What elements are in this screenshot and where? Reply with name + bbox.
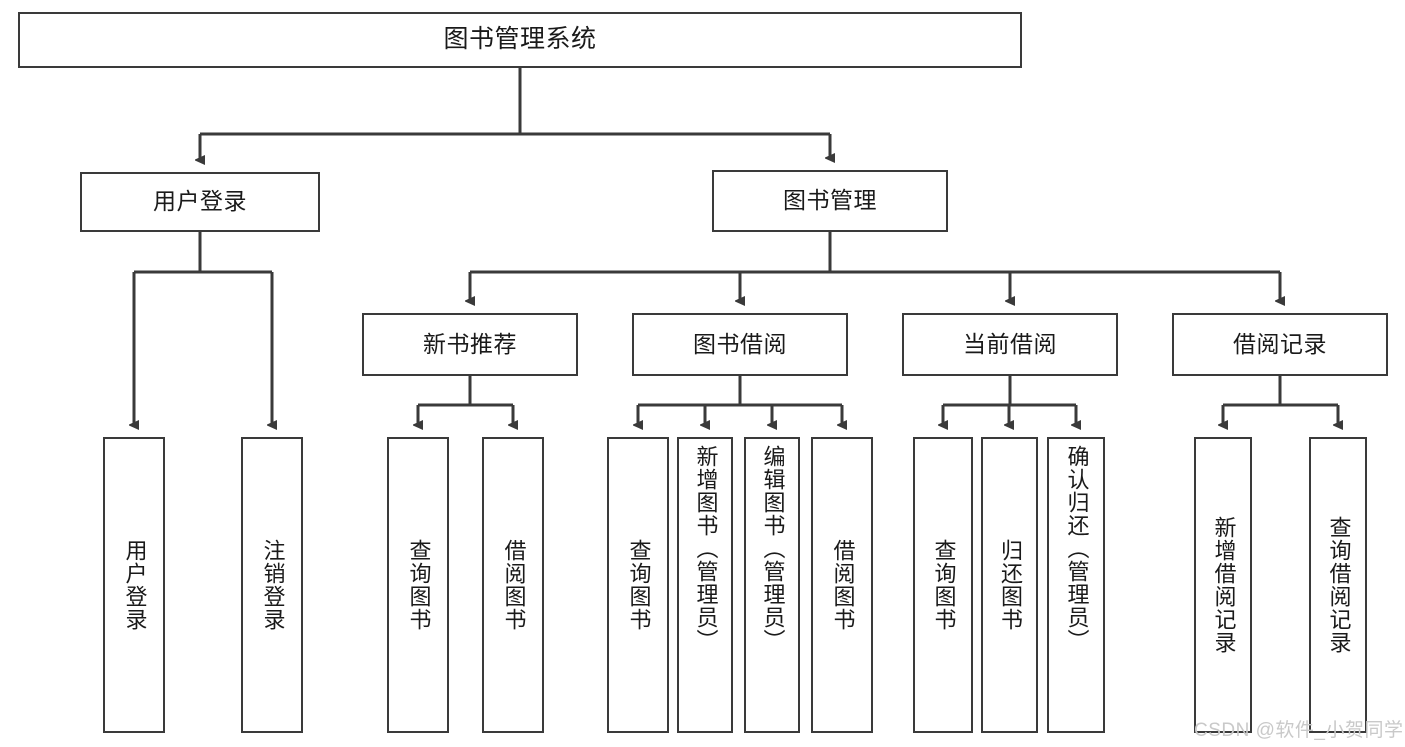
- node-label: 用户登录: [122, 539, 148, 631]
- node-book-borrow[interactable]: 图书借阅: [632, 313, 848, 376]
- node-label: 编辑图书（管理员）: [760, 445, 786, 652]
- node-label: 确认归还（管理员）: [1064, 445, 1090, 652]
- node-label: 借阅图书: [501, 539, 527, 631]
- node-label: 图书管理系统: [443, 25, 597, 54]
- node-leaf-query-book-recommend[interactable]: 查询图书: [387, 437, 449, 733]
- node-leaf-add-borrow-record[interactable]: 新增借阅记录: [1194, 437, 1252, 733]
- node-leaf-logout-login[interactable]: 注销登录: [241, 437, 303, 733]
- node-leaf-query-borrow-record[interactable]: 查询借阅记录: [1309, 437, 1367, 733]
- node-label: 注销登录: [260, 539, 286, 631]
- node-user-login[interactable]: 用户登录: [80, 172, 320, 232]
- node-label: 用户登录: [153, 188, 247, 215]
- csdn-watermark: CSDN @软件_小贺同学: [1194, 720, 1404, 741]
- node-leaf-edit-book-admin[interactable]: 编辑图书（管理员）: [744, 437, 800, 733]
- node-label: 图书借阅: [693, 330, 787, 357]
- node-leaf-query-book-current[interactable]: 查询图书: [913, 437, 973, 733]
- node-root-system[interactable]: 图书管理系统: [18, 12, 1022, 68]
- node-label: 当前借阅: [963, 330, 1057, 357]
- node-label: 借阅图书: [830, 539, 856, 631]
- node-label: 图书管理: [783, 187, 877, 214]
- node-new-book-recommend[interactable]: 新书推荐: [362, 313, 578, 376]
- node-label: 查询图书: [626, 539, 652, 631]
- node-leaf-return-book[interactable]: 归还图书: [981, 437, 1038, 733]
- node-label: 归还图书: [997, 539, 1023, 631]
- node-leaf-user-login[interactable]: 用户登录: [103, 437, 165, 733]
- node-leaf-confirm-return-admin[interactable]: 确认归还（管理员）: [1047, 437, 1105, 733]
- node-label: 借阅记录: [1233, 330, 1327, 357]
- node-book-management[interactable]: 图书管理: [712, 170, 948, 232]
- node-leaf-query-book-borrow[interactable]: 查询图书: [607, 437, 669, 733]
- node-label: 查询图书: [406, 539, 432, 631]
- node-leaf-add-book-admin[interactable]: 新增图书（管理员）: [677, 437, 733, 733]
- node-label: 新书推荐: [423, 330, 517, 357]
- node-label: 查询借阅记录: [1326, 516, 1352, 654]
- node-borrow-record[interactable]: 借阅记录: [1172, 313, 1388, 376]
- node-leaf-borrow-book-recommend[interactable]: 借阅图书: [482, 437, 544, 733]
- node-current-borrow[interactable]: 当前借阅: [902, 313, 1118, 376]
- node-label: 新增图书（管理员）: [693, 445, 719, 652]
- node-label: 新增借阅记录: [1211, 516, 1237, 654]
- node-leaf-borrow-book[interactable]: 借阅图书: [811, 437, 873, 733]
- node-label: 查询图书: [931, 539, 957, 631]
